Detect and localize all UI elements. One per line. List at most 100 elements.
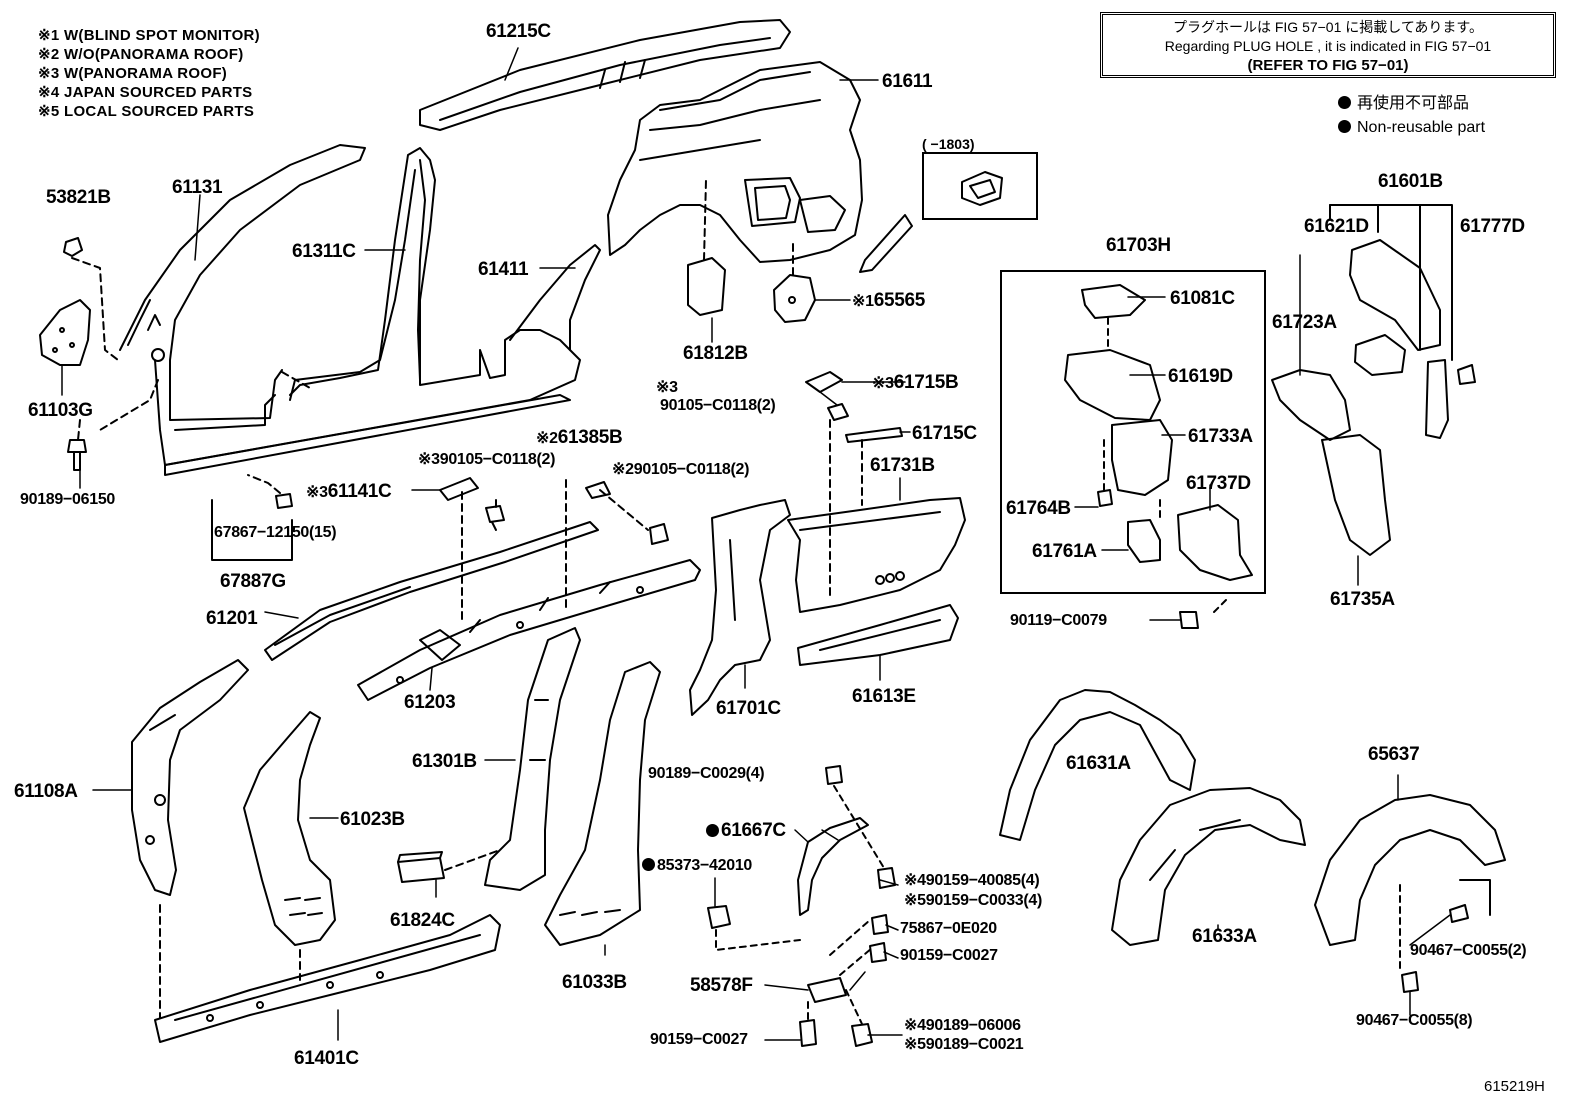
part-label-65565[interactable]: ※165565 bbox=[852, 290, 926, 311]
pillar-61108A-shape bbox=[131, 659, 249, 896]
figure-code: 615219H bbox=[1484, 1078, 1545, 1095]
part-label[interactable]: 90189−06150 bbox=[20, 491, 116, 508]
part-label[interactable]: 67867−12150(15) bbox=[214, 524, 337, 541]
note-line-en: Regarding PLUG HOLE , it is indicated in… bbox=[1164, 38, 1492, 54]
bullet-icon bbox=[1338, 96, 1351, 109]
part-label[interactable]: 61081C bbox=[1170, 288, 1235, 309]
clip-67867-shape bbox=[275, 493, 293, 509]
part-label[interactable]: 58578F bbox=[690, 975, 753, 996]
panel-61723A-shape bbox=[1271, 369, 1351, 441]
legend-item-4: ※4 JAPAN SOURCED PARTS bbox=[38, 84, 253, 101]
part-label[interactable]: 61735A bbox=[1330, 589, 1395, 610]
trim-61667C-shape bbox=[797, 817, 869, 916]
part-label-61715B[interactable]: ※361715B bbox=[872, 372, 959, 393]
part-label[interactable]: 61411 bbox=[478, 259, 529, 280]
inset-caption: ( −1803) bbox=[922, 136, 975, 152]
non-reusable-icon bbox=[706, 824, 719, 837]
wheelhouse-61631A-shape bbox=[999, 689, 1196, 841]
part-label-90105-b[interactable]: ※290105−C0118(2) bbox=[612, 461, 750, 478]
part-label[interactable]: 61613E bbox=[852, 686, 916, 707]
bracket-65565-shape bbox=[773, 274, 816, 323]
part-label[interactable]: 61108A bbox=[14, 781, 78, 802]
liner-61633A-shape bbox=[1111, 787, 1306, 946]
part-label[interactable]: 61611 bbox=[882, 71, 933, 92]
part-label[interactable]: 61131 bbox=[172, 177, 223, 198]
rocker-61401C-shape bbox=[154, 914, 501, 1043]
part-label[interactable]: 61715C bbox=[912, 423, 977, 444]
part-label[interactable]: 61301B bbox=[412, 751, 477, 772]
pillar-61023B-shape bbox=[243, 711, 336, 946]
group-61703H-parts bbox=[1064, 284, 1253, 581]
part-label-90189-06006[interactable]: ※490189−06006 bbox=[904, 1017, 1021, 1034]
part-label[interactable]: 65637 bbox=[1368, 744, 1420, 765]
part-label[interactable]: 61723A bbox=[1272, 312, 1337, 333]
part-label-90189-C0021[interactable]: ※590189−C0021 bbox=[904, 1036, 1024, 1053]
part-label[interactable]: 61601B bbox=[1378, 171, 1443, 192]
part-label[interactable]: 61633A bbox=[1192, 926, 1257, 947]
part-label[interactable]: 90159−C0027 bbox=[900, 947, 998, 964]
bolt-90119-shape bbox=[1179, 611, 1199, 629]
part-label[interactable]: 61201 bbox=[206, 608, 258, 629]
part-label-90159-40085[interactable]: ※490159−40085(4) bbox=[904, 872, 1040, 889]
part-label[interactable]: 61203 bbox=[404, 692, 456, 713]
part-label[interactable]: 61737D bbox=[1186, 473, 1251, 494]
part-label[interactable]: 90159−C0027 bbox=[650, 1031, 748, 1048]
part-label-61141C[interactable]: ※361141C bbox=[306, 481, 392, 502]
part-label[interactable]: 61733A bbox=[1188, 426, 1253, 447]
part-label[interactable]: 61701C bbox=[716, 698, 781, 719]
panel-61731B-shape bbox=[787, 497, 966, 613]
part-label-61667C[interactable]: 61667C bbox=[706, 821, 786, 840]
bracket-61141C-shape bbox=[439, 477, 479, 501]
dashed-leaders-center bbox=[715, 785, 885, 1025]
liner-65637-shape bbox=[1314, 794, 1506, 993]
part-label[interactable]: 61703H bbox=[1106, 235, 1171, 256]
rail-61203-shape bbox=[357, 559, 701, 701]
part-label[interactable]: 61731B bbox=[870, 455, 935, 476]
note-refer: (REFER TO FIG 57−01) bbox=[1247, 57, 1409, 74]
part-label[interactable]: 90467−C0055(2) bbox=[1410, 942, 1527, 959]
part-label[interactable]: 61103G bbox=[28, 400, 93, 421]
part-label[interactable]: 90105−C0118(2) bbox=[660, 397, 776, 414]
part-label[interactable]: 53821B bbox=[46, 187, 111, 208]
part-label[interactable]: 61033B bbox=[562, 972, 627, 993]
inset-box bbox=[922, 152, 1038, 220]
part-label[interactable]: 90119−C0079 bbox=[1010, 612, 1107, 629]
part-label[interactable]: 61023B bbox=[340, 809, 405, 830]
part-label[interactable]: 61311C bbox=[292, 241, 356, 262]
bolt-90105-c-shape bbox=[827, 403, 849, 421]
inset-arrow bbox=[859, 214, 913, 273]
bracket-61715B-shape bbox=[805, 371, 843, 393]
plug-hole-note: プラグホールは FIG 57−01 に掲載してあります。 Regarding P… bbox=[1100, 12, 1556, 78]
part-label-90159-C0033[interactable]: ※590159−C0033(4) bbox=[904, 892, 1043, 909]
part-label[interactable]: 90189−C0029(4) bbox=[648, 765, 765, 782]
part-label-90105-a[interactable]: ※390105−C0118(2) bbox=[418, 451, 556, 468]
part-label[interactable]: 61621D bbox=[1304, 216, 1369, 237]
dashed-leaders-upper bbox=[71, 179, 863, 621]
dash-61824C bbox=[444, 849, 501, 871]
non-reusable-icon bbox=[642, 858, 655, 871]
part-label[interactable]: 75867−0E020 bbox=[900, 920, 997, 937]
group-dashed-leaders bbox=[1103, 317, 1227, 613]
part-label[interactable]: 61764B bbox=[1006, 498, 1071, 519]
part-label[interactable]: 67887G bbox=[220, 571, 286, 592]
part-label[interactable]: 61215C bbox=[486, 21, 551, 42]
part-label[interactable]: 61619D bbox=[1168, 366, 1233, 387]
legend: ※1 W(BLIND SPOT MONITOR) ※2 W/O(PANORAMA… bbox=[38, 26, 260, 121]
part-label[interactable]: 90467−C0055(8) bbox=[1356, 1012, 1473, 1029]
part-label[interactable]: 61631A bbox=[1066, 753, 1131, 774]
non-reusable-en: Non-reusable part bbox=[1357, 119, 1486, 136]
inset-part-shape bbox=[961, 171, 1003, 206]
part-label[interactable]: 61812B bbox=[683, 343, 748, 364]
pad-61812B-shape bbox=[687, 257, 726, 316]
part-label[interactable]: 61401C bbox=[294, 1048, 359, 1069]
bullet-icon bbox=[1338, 120, 1351, 133]
bracket-61385B-shape bbox=[585, 481, 611, 499]
part-label[interactable]: 61824C bbox=[390, 910, 455, 931]
part-label-61385B[interactable]: ※261385B bbox=[536, 427, 623, 448]
non-reusable-jp: 再使用不可部品 bbox=[1357, 95, 1470, 112]
pillar-61033B-shape bbox=[544, 661, 661, 946]
part-label[interactable]: 61777D bbox=[1460, 216, 1525, 237]
part-label-85373[interactable]: 85373−42010 bbox=[642, 858, 752, 874]
part-label[interactable]: 61761A bbox=[1032, 541, 1097, 562]
